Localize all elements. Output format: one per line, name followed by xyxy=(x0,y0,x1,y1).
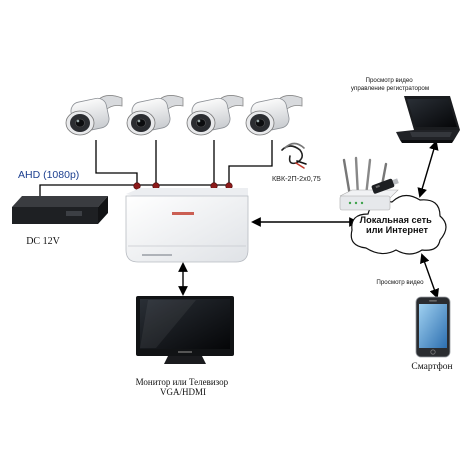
power-supply-icon xyxy=(12,196,108,224)
monitor-label: Монитор или Телевизор VGA/HDMI xyxy=(136,377,231,397)
psu-label: DC 12V xyxy=(26,236,60,247)
usb-modem-icon xyxy=(371,178,399,194)
network-label: Локальная сеть или Интернет xyxy=(360,215,435,235)
ahd-label: AHD (1080p) xyxy=(18,169,79,181)
wire-camera-4 xyxy=(228,140,273,186)
bullet-camera-icon xyxy=(65,95,123,136)
bullet-camera-icon xyxy=(126,95,184,136)
camera-2 xyxy=(126,95,184,136)
camera-wires xyxy=(39,140,273,196)
smartphone-icon xyxy=(415,296,451,358)
camera-1 xyxy=(65,95,123,136)
camera-4 xyxy=(245,95,303,136)
bullet-camera-icon xyxy=(186,95,244,136)
arrow-network-laptop xyxy=(417,140,439,198)
wire-camera-1 xyxy=(95,140,138,186)
cable-coil-icon xyxy=(281,142,307,169)
laptop-label: Просмотр видео управление регистратором xyxy=(351,77,429,92)
smartphone-label: Смартфон xyxy=(411,361,452,372)
camera-3 xyxy=(186,95,244,136)
monitor-icon xyxy=(136,296,234,364)
wire-power xyxy=(39,184,137,196)
laptop-icon xyxy=(396,96,460,143)
wire-junctions xyxy=(133,182,233,190)
phone-view-label: Просмотр видео xyxy=(376,279,424,286)
bullet-camera-icon xyxy=(245,95,303,136)
dvr-recorder-icon xyxy=(125,188,249,263)
wifi-router-icon xyxy=(339,156,399,211)
cable-label: КВК-2П-2х0,75 xyxy=(272,174,321,183)
arrow-network-phone xyxy=(420,253,439,299)
